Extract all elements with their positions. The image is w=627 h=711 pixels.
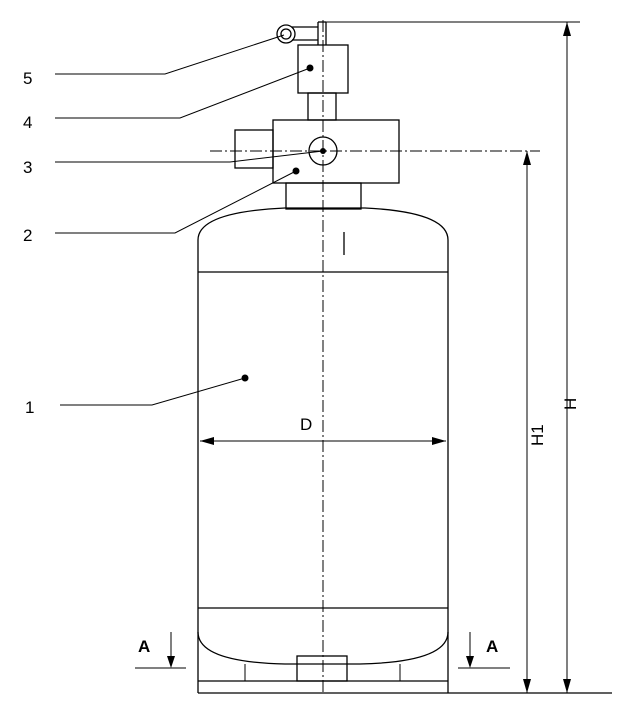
- section-label-right: A: [486, 637, 498, 656]
- section-marker-right: [458, 632, 510, 669]
- section-marker-left: [135, 632, 186, 669]
- height-total-label: H: [561, 398, 580, 410]
- leader-2: [55, 167, 300, 234]
- leader-3: [55, 150, 324, 163]
- callout-1: 1: [25, 398, 34, 417]
- diameter-label: D: [300, 415, 312, 434]
- section-label-left: A: [138, 637, 150, 656]
- leader-4: [55, 64, 314, 119]
- callout-5: 5: [23, 69, 32, 88]
- callout-4: 4: [23, 113, 32, 132]
- height-axis-dimension: [523, 151, 531, 693]
- height-total-dimension: [326, 21, 580, 693]
- callout-3: 3: [23, 158, 32, 177]
- height-axis-label: H1: [528, 424, 547, 446]
- leader-1: [60, 374, 249, 406]
- callout-2: 2: [23, 226, 32, 245]
- leader-5: [55, 34, 285, 75]
- valve-assembly: [234, 21, 400, 210]
- diameter-dimension: [200, 437, 446, 445]
